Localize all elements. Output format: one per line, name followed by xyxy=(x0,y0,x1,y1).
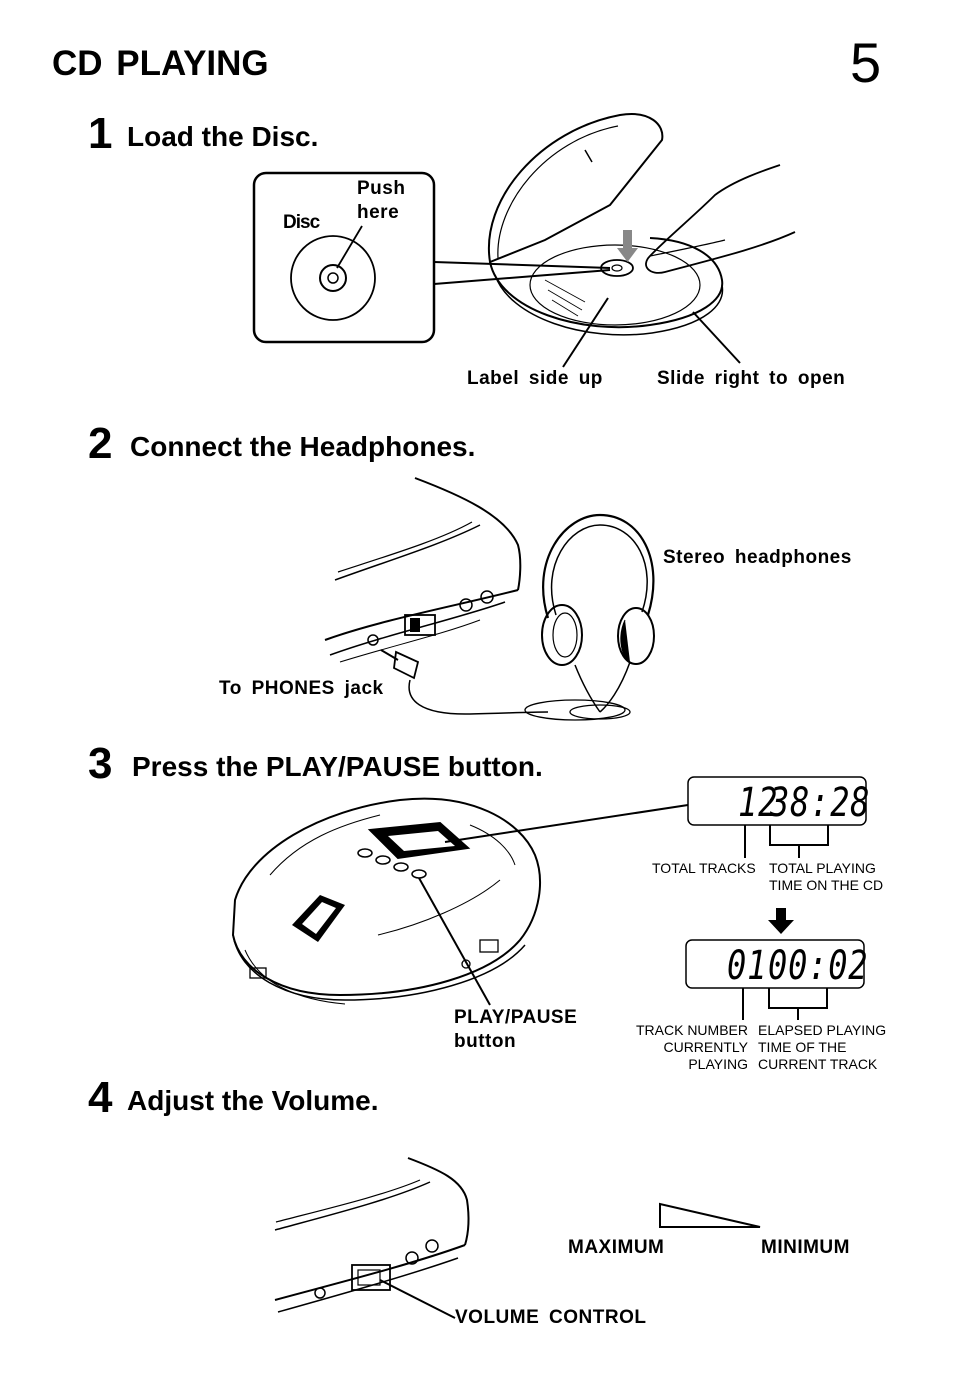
step-3-number: 3 xyxy=(88,739,113,788)
play-pause-label-2: button xyxy=(454,1031,517,1052)
step-4-title: Adjust the Volume. xyxy=(127,1085,379,1116)
step-3-title: Press the PLAY/PAUSE button. xyxy=(132,751,543,782)
volume-minimum-label: MINIMUM xyxy=(761,1237,850,1258)
lcd-elapsed-time: 00:02 xyxy=(768,943,869,989)
elapsed-label-1: ELAPSED PLAYING xyxy=(758,1022,887,1038)
inset-disc-label: Disc xyxy=(283,212,320,233)
track-number-label-3: PLAYING xyxy=(688,1056,748,1072)
phones-jack-label: To PHONES jack xyxy=(219,678,384,699)
total-time-label-1: TOTAL PLAYING xyxy=(769,860,876,876)
stereo-headphones-label: Stereo headphones xyxy=(663,547,852,568)
track-number-label-1: TRACK NUMBER xyxy=(635,1022,748,1038)
elapsed-label-3: CURRENT TRACK xyxy=(758,1056,878,1072)
step-2-title: Connect the Headphones. xyxy=(130,431,476,462)
volume-control-label: VOLUME CONTROL xyxy=(455,1307,647,1328)
inset-push-label-1: Push xyxy=(357,178,406,199)
track-number-label-2: CURRENTLY xyxy=(663,1039,748,1055)
slide-right-to-open: Slide right to open xyxy=(657,368,846,389)
page-title: CD PLAYING xyxy=(52,44,269,83)
elapsed-label-2: TIME OF THE xyxy=(758,1039,847,1055)
total-time-label-2: TIME ON THE CD xyxy=(769,877,884,893)
total-tracks-label: TOTAL TRACKS xyxy=(652,860,756,876)
step-1-number: 1 xyxy=(88,109,113,158)
volume-maximum-label: MAXIMUM xyxy=(568,1237,665,1258)
label-side-up: Label side up xyxy=(467,368,603,389)
lcd-total-time: 38:28 xyxy=(770,780,871,826)
step-4-number: 4 xyxy=(88,1073,113,1122)
page-number: 5 xyxy=(850,31,882,94)
play-pause-label-1: PLAY/PAUSE xyxy=(454,1007,578,1028)
inset-push-label-2: here xyxy=(357,202,400,223)
step-1-title: Load the Disc. xyxy=(127,121,319,152)
lcd-current-track: 01 xyxy=(727,943,768,989)
step-2-number: 2 xyxy=(88,419,113,468)
lcd-total-tracks: 12 xyxy=(738,780,779,826)
